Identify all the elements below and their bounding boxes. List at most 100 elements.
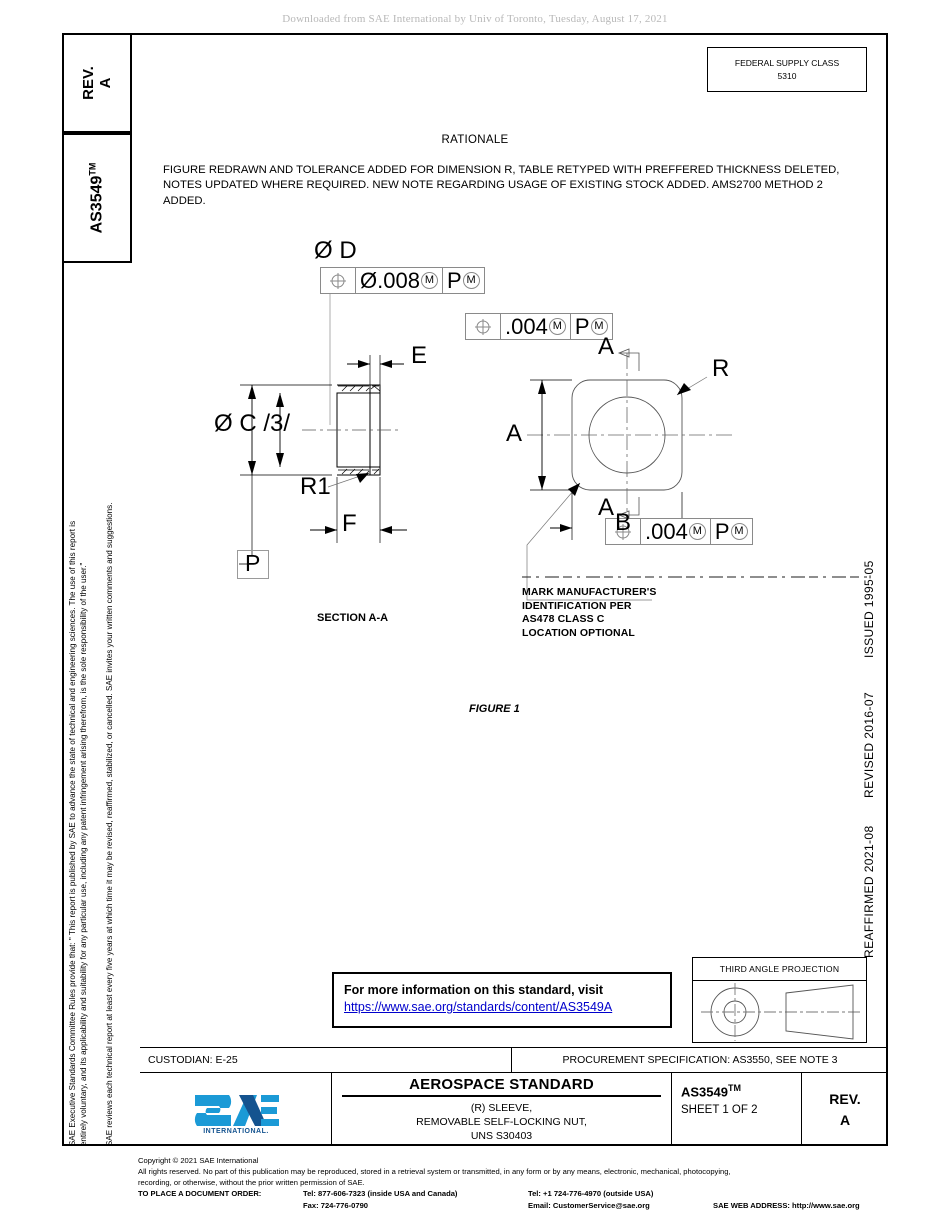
revision-value: A — [97, 77, 114, 89]
revision-cell-label: REV. — [829, 1090, 861, 1107]
title-block: INTERNATIONAL. AEROSPACE STANDARD (R) SL… — [140, 1073, 888, 1146]
reaffirmed-date: REAFFIRMED 2021-08 — [862, 825, 876, 958]
more-information-box: For more information on this standard, v… — [332, 972, 672, 1028]
designation-value: AS3549 — [88, 175, 106, 234]
rationale-heading: RATIONALE — [441, 134, 509, 146]
section-mark-a-bottom: A — [598, 494, 615, 521]
fcf-middle-datum: P — [574, 313, 590, 339]
mmc-modifier-icon: M — [420, 272, 438, 289]
note-line-4: LOCATION OPTIONAL — [522, 626, 635, 639]
legal-line-1: SAE Executive Standards Committee Rules … — [67, 520, 77, 1146]
revision-cell-value: A — [839, 1111, 851, 1128]
standard-title-line-3: UNS S30403 — [470, 1129, 533, 1142]
footer-order-label: TO PLACE A DOCUMENT ORDER: — [138, 1189, 262, 1199]
third-angle-projection-label: THIRD ANGLE PROJECTION — [693, 958, 866, 981]
note-line-1: MARK MANUFACTURER'S — [522, 586, 657, 598]
standard-url-link[interactable]: https://www.sae.org/standards/content/AS… — [344, 1000, 613, 1014]
mmc-modifier-icon: M — [548, 318, 566, 335]
section-view-caption: SECTION A-A — [317, 612, 389, 624]
custodian-cell: CUSTODIAN: E-25 — [140, 1048, 512, 1072]
footer-rights-line-1: All rights reserved. No part of this pub… — [138, 1166, 731, 1176]
drawing-geometry — [239, 270, 872, 601]
standard-type-heading: AEROSPACE STANDARD — [409, 1076, 594, 1093]
dim-label-diameter-d: Ø D — [314, 237, 357, 264]
dim-label-r: R — [712, 355, 730, 382]
custodian-procurement-row: CUSTODIAN: E-25 PROCUREMENT SPECIFICATIO… — [140, 1047, 888, 1073]
legal-notice-block: SAE Executive Standards Committee Rules … — [62, 263, 132, 1146]
footer-order-row: TO PLACE A DOCUMENT ORDER: Tel: 877-606-… — [138, 1189, 898, 1200]
fcf-top-datum: P — [446, 267, 462, 293]
dim-label-e: E — [411, 342, 428, 369]
footer-tel-outside: Tel: +1 724-776-4970 (outside USA) — [528, 1189, 654, 1199]
sae-logo-cell: INTERNATIONAL. — [140, 1073, 332, 1146]
position-symbol-icon — [321, 268, 356, 293]
position-symbol-icon — [466, 314, 501, 339]
fcf-bottom-tolerance: .004 — [645, 518, 688, 544]
designation-box-text: AS3549TM — [87, 163, 106, 234]
footer-rights-line-2: recording, or otherwise, without the pri… — [138, 1177, 365, 1187]
manufacturer-mark-note: MARK MANUFACTURER'S IDENTIFICATION PER A… — [522, 586, 656, 641]
dim-label-b: B — [615, 509, 632, 536]
footer-contact-row: Fax: 724-776-0790 Email: CustomerService… — [138, 1201, 898, 1212]
footer-fax: Fax: 724-776-0790 — [303, 1201, 369, 1211]
trademark-mark: TM — [87, 162, 98, 176]
download-watermark: Downloaded from SAE International by Uni… — [282, 13, 668, 25]
position-symbol-glyph — [330, 272, 346, 289]
trademark-mark: TM — [727, 1083, 741, 1093]
dim-label-r1: R1 — [300, 473, 331, 500]
footer-web-address: SAE WEB ADDRESS: http://www.sae.org — [713, 1201, 860, 1211]
standard-title: (R) SLEEVE, REMOVABLE SELF-LOCKING NUT, … — [416, 1101, 587, 1144]
document-number-cell: AS3549TM SHEET 1 OF 2 — [672, 1073, 802, 1146]
datum-feature-p-label: P — [245, 550, 261, 576]
document-number-value: AS3549 — [681, 1084, 728, 1100]
note-line-3: AS478 CLASS C — [522, 613, 605, 626]
mmc-modifier-icon: M — [688, 523, 706, 540]
third-angle-projection-box: THIRD ANGLE PROJECTION — [692, 957, 867, 1043]
federal-supply-class-value: 5310 — [777, 70, 797, 81]
federal-supply-class-label: FEDERAL SUPPLY CLASS — [734, 58, 840, 69]
footer-email: Email: CustomerService@sae.org — [528, 1201, 650, 1211]
standard-title-line-1: (R) SLEEVE, — [470, 1101, 533, 1114]
rationale-body: FIGURE REDRAWN AND TOLERANCE ADDED FOR D… — [163, 164, 840, 207]
federal-supply-class-box: FEDERAL SUPPLY CLASS 5310 — [707, 47, 867, 92]
document-number: AS3549TM — [681, 1083, 801, 1099]
title-divider — [342, 1095, 661, 1097]
drawing-sheet-border — [62, 33, 888, 1146]
legal-line-2: entirely voluntary, and its applicabilit… — [78, 562, 88, 1146]
sae-logo-icon: INTERNATIONAL. — [194, 1094, 279, 1134]
position-symbol-icon — [606, 519, 641, 544]
more-information-label: For more information on this standard, v… — [344, 983, 604, 997]
footer-copyright: Copyright © 2021 SAE International — [138, 1156, 259, 1165]
section-mark-a-top: A — [598, 333, 615, 360]
fcf-bottom-datum: P — [714, 518, 730, 544]
legal-line-3: SAE reviews each technical report at lea… — [104, 502, 114, 1146]
datum-feature-p-box: P — [237, 550, 269, 579]
svg-text:INTERNATIONAL.: INTERNATIONAL. — [203, 1128, 269, 1134]
footer-tel-inside: Tel: 877-606-7323 (inside USA and Canada… — [303, 1189, 458, 1199]
procurement-spec-cell: PROCUREMENT SPECIFICATION: AS3550, SEE N… — [562, 1054, 838, 1066]
footer-block: Copyright © 2021 SAE International All r… — [138, 1156, 898, 1212]
footer-spacer — [138, 1201, 303, 1212]
fcf-middle-tolerance: .004 — [505, 313, 548, 339]
dim-label-a-left: A — [506, 420, 523, 447]
revision-cell: REV. A — [802, 1073, 888, 1146]
third-angle-projection-symbol-icon — [701, 983, 861, 1041]
title-cell: AEROSPACE STANDARD (R) SLEEVE, REMOVABLE… — [332, 1073, 672, 1146]
revision-box-text: REV. A — [80, 66, 115, 100]
fcf-top-tolerance: Ø.008 — [360, 267, 420, 293]
mmc-modifier-icon: M — [462, 272, 480, 289]
mmc-modifier-icon: M — [590, 318, 608, 335]
revision-box: REV. A — [62, 33, 132, 133]
note-line-2: IDENTIFICATION PER — [522, 599, 632, 612]
dim-label-diameter-c: Ø C /3/ — [214, 410, 291, 437]
figure-caption: FIGURE 1 — [469, 703, 520, 715]
